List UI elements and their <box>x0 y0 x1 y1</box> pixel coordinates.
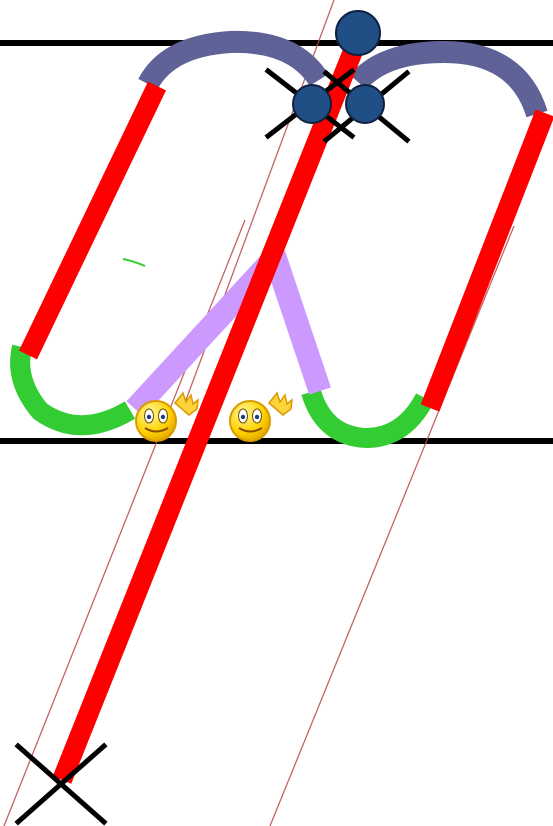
bottom-arc-right <box>311 392 425 438</box>
start-marker-top <box>336 11 380 55</box>
downstroke-left <box>28 86 157 355</box>
top-arc-left <box>148 42 319 84</box>
downstroke-right <box>430 113 545 408</box>
small-green-mark <box>123 259 145 266</box>
start-marker-mid-right <box>346 85 384 123</box>
tiny-marks <box>123 259 145 266</box>
start-marker-mid-left <box>293 85 331 123</box>
smiley-wave-icon <box>230 393 292 441</box>
